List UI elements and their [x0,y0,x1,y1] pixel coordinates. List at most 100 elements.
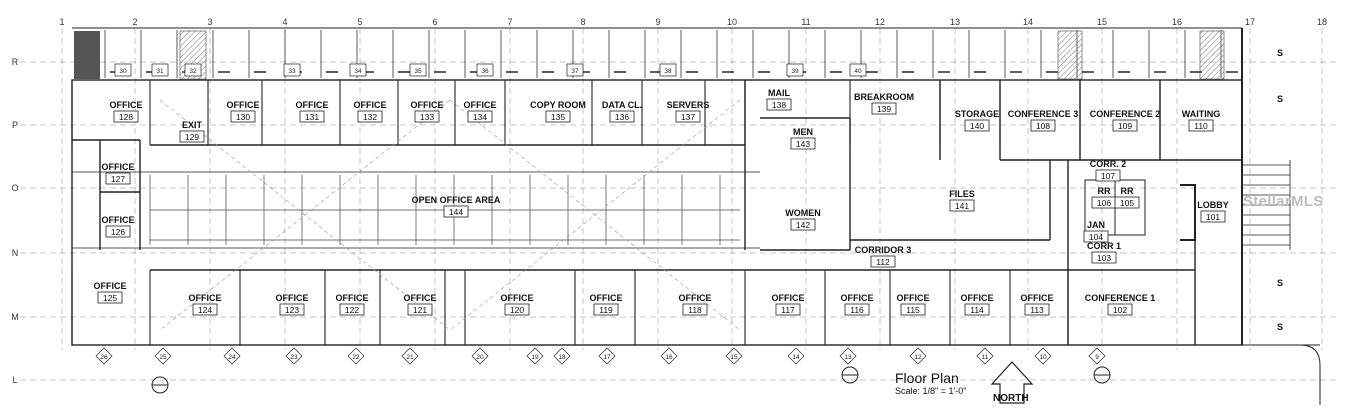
room-number-box [1091,251,1117,264]
column-grid-label: 4 [282,17,287,27]
room-bottom-name: OFFICE [336,293,369,303]
room-bottom-name: OFFICE [897,293,930,303]
section-callout-icon [151,376,169,394]
room-top-name: STORAGE [955,109,999,119]
solid-wall-block [74,31,100,79]
room-top-number: 128 [119,112,133,122]
room-bottom-name: OFFICE [772,293,805,303]
column-grid-label: 1 [59,17,64,27]
door-tag-bottom: 23 [290,354,298,361]
column-grid-label: 2 [132,17,137,27]
column-grid-label: 8 [580,17,585,27]
room-number-box [299,110,325,123]
room-top-number: 137 [681,112,695,122]
room-bottom-name: OFFICE [590,293,623,303]
door-tag-diamond [553,347,571,365]
section-callout-icon [1093,366,1111,384]
door-tag-top: 30 [119,68,127,75]
room-bottom-number: 118 [688,305,702,315]
hatched-column [1199,30,1225,80]
door-tag-diamond [787,347,805,365]
building-walls [71,27,1321,405]
door-tag-top: 35 [414,68,422,75]
door-tag-top: 40 [854,68,862,75]
room-center-number: 143 [796,139,810,149]
room-number-box [105,172,131,185]
door-tag-diamond [598,347,616,365]
plan-scale: Scale: 1/8" = 1'-0" [895,386,967,396]
room-center-name: OPEN OFFICE AREA [412,195,501,205]
door-tag-bottom: 20 [476,354,484,361]
column-grid-label: 6 [432,17,437,27]
room-top-name: DATA CL. [602,100,642,110]
door-tag-diamond [725,347,743,365]
door-tag-diamond [660,347,678,365]
room-bottom-name: OFFICE [404,293,437,303]
north-label: NORTH [993,393,1029,404]
room-top-number: 130 [236,112,250,122]
room-number-box [357,110,383,123]
door-tag-top: 33 [288,68,296,75]
room-number-box [179,130,205,143]
room-number-box [609,110,635,123]
room-bottom-name: OFFICE [501,293,534,303]
room-number-box [949,199,975,212]
room-number-box [414,110,440,123]
door-tag-bottom: 26 [100,354,108,361]
room-center-number: 112 [876,257,890,267]
door-tag-diamond [401,347,419,365]
room-center-number: 101 [1206,212,1220,222]
room-number-box [1024,303,1050,316]
door-tag-diamond [526,347,544,365]
room-center-name: CORR. 2 [1090,159,1127,169]
column-grid-label: 17 [1245,17,1255,27]
room-number-box [766,98,792,111]
room-center-name: WOMEN [785,208,821,218]
room-top-number: 139 [877,104,891,114]
row-grid-label: R [12,57,19,67]
door-tag-bottom: 16 [665,354,673,361]
room-bottom-number: 124 [198,305,212,315]
room-top-name: WAITING [1182,109,1221,119]
room-number-box [1112,119,1138,132]
room-number-box [844,303,870,316]
room-top-number: 109 [1118,121,1132,131]
door-tag-diamond [223,347,241,365]
column-grid-label: 9 [655,17,660,27]
room-number-box [900,303,926,316]
room-bottom-number: 125 [103,293,117,303]
door-tag-diamond [95,347,113,365]
room-bottom-name: OFFICE [94,281,127,291]
room-center-number: 144 [449,207,463,217]
room-top-name: OFFICE [354,100,387,110]
title-block: Floor Plan Scale: 1/8" = 1'-0" [895,370,995,410]
door-tag-bottom: 25 [159,354,167,361]
room-center-number: 142 [796,220,810,230]
door-tag-diamond [909,347,927,365]
room-center-name: LOBBY [1197,200,1229,210]
room-number-box [545,110,571,123]
room-bottom-number: 123 [285,305,299,315]
door-tag-top: 32 [189,68,197,75]
column-grid-label: 16 [1172,17,1182,27]
room-top-name: OFFICE [110,100,143,110]
room-center-name: CORR 1 [1087,241,1121,251]
door-tag-bottom: 22 [352,354,360,361]
room-bottom-name: CONFERENCE 1 [1085,293,1156,303]
door-tag-bottom: 9 [1095,354,1099,361]
column-grid-label: 15 [1097,17,1107,27]
room-top-number: 140 [970,121,984,131]
stair-label: S [1277,322,1283,332]
door-tag-bottom: 21 [406,354,414,361]
room-bottom-number: 114 [970,305,984,315]
column-grid-label: 10 [727,17,737,27]
room-top-name: OFFICE [227,100,260,110]
stair-label: S [1277,94,1283,104]
row-grid-label: N [12,248,19,258]
room-center-number: 106 [1097,198,1111,208]
room-bottom-name: OFFICE [841,293,874,303]
room-number-box [339,303,365,316]
room-number-box [1083,230,1109,243]
